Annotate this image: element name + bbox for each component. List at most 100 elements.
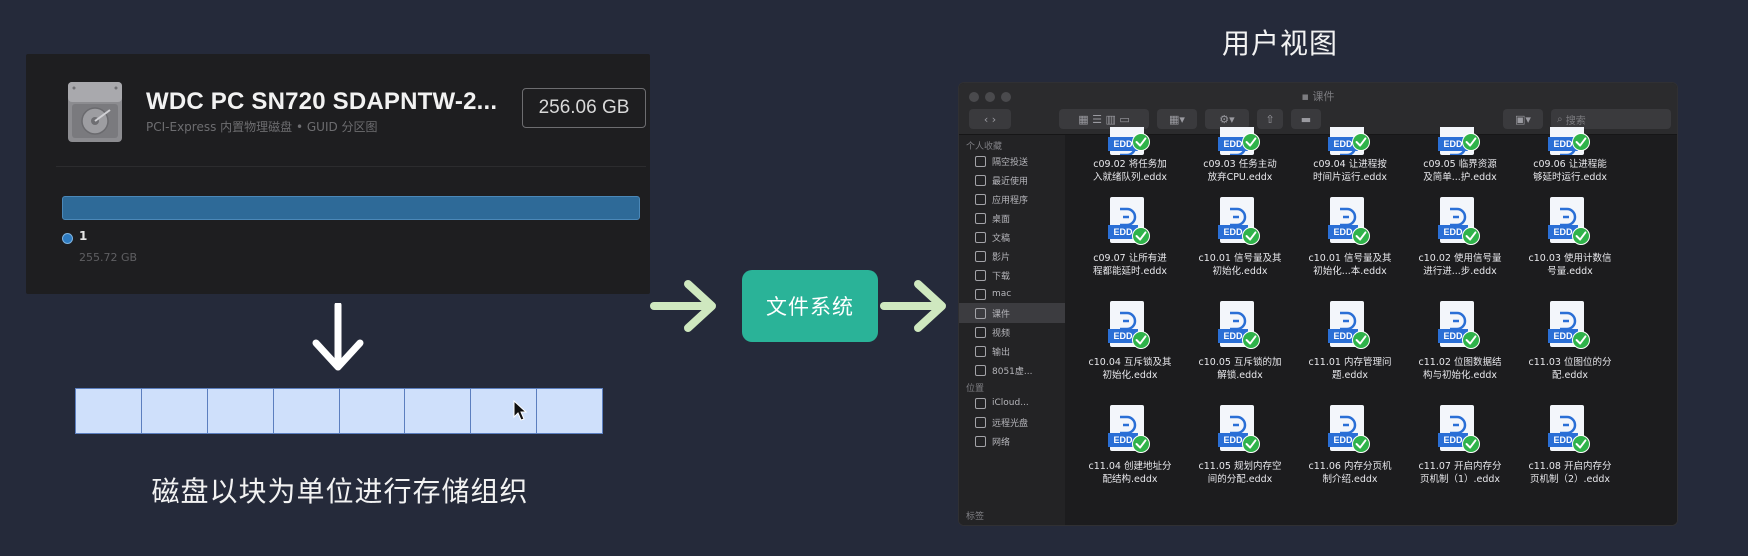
sidebar-item[interactable]: mac: [959, 284, 1065, 304]
file-type-tag: EDD: [1548, 433, 1578, 447]
synced-checkmark-icon: [1572, 227, 1590, 245]
synced-checkmark-icon: [1462, 435, 1480, 453]
hard-disk-icon: [68, 82, 122, 142]
sidebar-item[interactable]: iCloud...: [959, 393, 1065, 413]
eddx-file-icon: EDD: [1438, 127, 1482, 155]
sidebar-heading: 位置: [966, 384, 985, 394]
share-icon[interactable]: ⇧: [1257, 109, 1283, 129]
sidebar-item-label: 网络: [992, 437, 1011, 448]
edraw-logo-icon: [1230, 415, 1247, 435]
eddx-file-icon: EDD: [1218, 301, 1262, 353]
zoom-window-button[interactable]: [1001, 92, 1011, 102]
sidebar-heading: 个人收藏: [966, 142, 1003, 152]
minimize-window-button[interactable]: [985, 92, 995, 102]
group-button[interactable]: ▦▾: [1157, 109, 1197, 129]
user-view-title: 用户视图: [1221, 27, 1338, 60]
partition-size: 255.72 GB: [79, 251, 138, 264]
view-mode-switcher[interactable]: ▦ ☰ ▥ ▭: [1059, 109, 1149, 129]
back-forward-button[interactable]: ‹ ›: [969, 109, 1011, 129]
sidebar-item[interactable]: 8051虚...: [959, 360, 1065, 380]
eddx-file-icon: EDD: [1438, 301, 1482, 353]
folder-icon: [975, 326, 986, 338]
sidebar-item-label: 应用程序: [992, 195, 1029, 206]
folder-icon: [975, 307, 986, 319]
disk-block: [207, 389, 274, 433]
window-title: ▪ 课件: [1301, 90, 1335, 103]
file-item[interactable]: EDD c10.05 互斥锁的加 解锁.eddx: [1179, 301, 1301, 382]
file-name: c09.05 临界资源 及简单...护.eddx: [1423, 159, 1497, 183]
eddx-file-icon: EDD: [1438, 197, 1482, 249]
file-item[interactable]: EDD c09.05 临界资源 及简单...护.eddx: [1399, 127, 1521, 184]
file-type-tag: EDD: [1218, 225, 1248, 239]
file-type-tag: EDD: [1218, 433, 1248, 447]
close-window-button[interactable]: [969, 92, 979, 102]
airdrop-icon: [975, 155, 986, 167]
synced-checkmark-icon: [1132, 435, 1150, 453]
sidebar-item[interactable]: 网络: [959, 431, 1065, 451]
edraw-logo-icon: [1560, 207, 1577, 227]
sidebar-item-label: 远程光盘: [992, 418, 1029, 429]
file-type-tag: EDD: [1328, 137, 1358, 151]
sidebar-item[interactable]: 课件: [959, 303, 1065, 323]
file-item[interactable]: EDD c10.03 使用计数信 号量.eddx: [1509, 197, 1631, 278]
file-type-tag: EDD: [1438, 329, 1468, 343]
edraw-logo-icon: [1120, 415, 1137, 435]
search-input[interactable]: ⌕ 搜索: [1551, 109, 1671, 129]
eddx-file-icon: EDD: [1548, 405, 1592, 457]
file-name: c10.05 互斥锁的加 解锁.eddx: [1198, 357, 1282, 381]
disk-block: [76, 389, 142, 433]
sidebar-item[interactable]: 最近使用: [959, 170, 1065, 190]
disk-block: [537, 389, 602, 433]
file-type-tag: EDD: [1108, 225, 1138, 239]
download-icon: [975, 269, 986, 281]
sidebar-item[interactable]: 文稿: [959, 227, 1065, 247]
file-type-tag: EDD: [1218, 329, 1248, 343]
file-name: c10.03 使用计数信 号量.eddx: [1528, 253, 1612, 277]
edraw-logo-icon: [1340, 311, 1357, 331]
sidebar-item[interactable]: 桌面: [959, 208, 1065, 228]
eddx-file-icon: EDD: [1548, 197, 1592, 249]
sidebar-item[interactable]: 远程光盘: [959, 412, 1065, 432]
file-type-tag: EDD: [1438, 433, 1468, 447]
file-type-tag: EDD: [1218, 137, 1248, 151]
sidebar-item-label: iCloud...: [992, 398, 1029, 408]
app-button[interactable]: ▣▾: [1503, 109, 1543, 129]
sidebar-item[interactable]: 应用程序: [959, 189, 1065, 209]
eddx-file-icon: EDD: [1218, 127, 1262, 155]
search-icon: ⌕: [1557, 113, 1566, 125]
edraw-logo-icon: [1230, 311, 1247, 331]
partition-name: 1: [79, 229, 88, 243]
sidebar-item[interactable]: 输出: [959, 341, 1065, 361]
home-icon: [975, 288, 986, 300]
synced-checkmark-icon: [1242, 435, 1260, 453]
partition-bar[interactable]: [62, 196, 640, 220]
tag-icon[interactable]: ▬: [1291, 109, 1321, 129]
sidebar-item[interactable]: 影片: [959, 246, 1065, 266]
folder-icon: ▪: [1301, 90, 1313, 103]
sidebar-item[interactable]: 下载: [959, 265, 1065, 285]
gear-icon[interactable]: ⚙▾: [1205, 109, 1249, 129]
sidebar-item[interactable]: 视频: [959, 322, 1065, 342]
sidebar-item-label: 隔空投送: [992, 157, 1029, 168]
sidebar-item[interactable]: 隔空投送: [959, 151, 1065, 171]
edraw-logo-icon: [1560, 415, 1577, 435]
disk-block: [339, 389, 406, 433]
